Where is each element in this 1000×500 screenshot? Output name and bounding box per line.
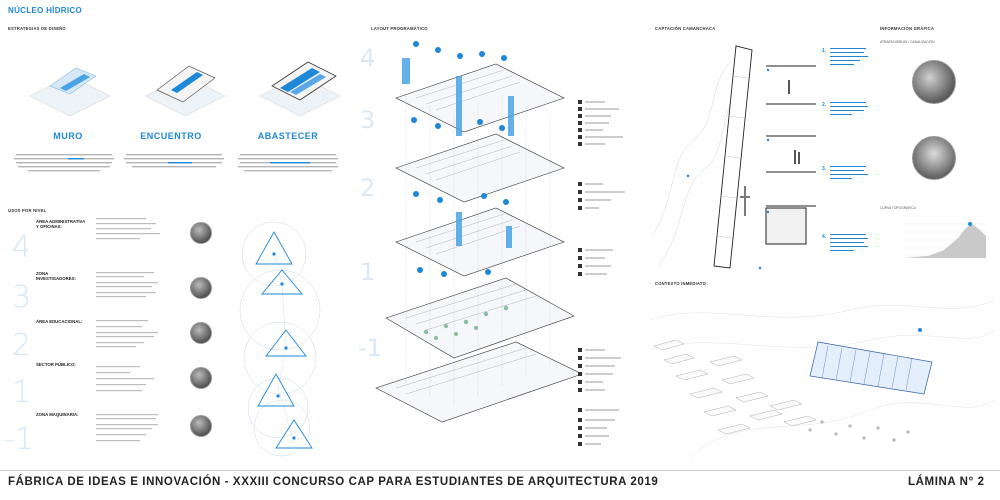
svg-text:1: 1 (360, 258, 375, 286)
contexto-axonometric (650, 299, 994, 458)
strategy-paragraphs (14, 154, 338, 172)
section-title: NÚCLEO HÍDRICO (8, 6, 82, 15)
level-number-1: 1 (12, 375, 32, 410)
contexto-header: CONTEXTO INMEDIATO (655, 281, 707, 286)
level-number-3: 3 (12, 280, 32, 315)
step-num-2: 2. (822, 102, 827, 108)
zone-title-educacional: ÁREA EDUCACIONAL: (36, 319, 83, 324)
zone-title-investigadores: ZONA INVESTIGADORES: (36, 271, 76, 282)
level-number-minus1: -1 (4, 422, 34, 457)
layout-header: LAYOUT PROGRAMÁTICO (371, 26, 428, 31)
svg-text:4: 4 (360, 44, 375, 72)
footer-divider (0, 470, 1000, 471)
strategy-title-abastecer: ABASTECER (257, 131, 319, 141)
zone-item-lists (96, 218, 160, 442)
step-num-4: 4. (822, 234, 827, 240)
captacion-section (651, 45, 816, 270)
captacion-header: CAPTACIÓN CAMANCHACA (655, 26, 716, 31)
zone-photo-admin (190, 222, 212, 244)
levels-relationship-diagram (239, 221, 321, 457)
step-num-3: 3. (822, 166, 827, 172)
level-number-4: 4 (12, 230, 32, 265)
info-label-curva: CURVA TOPOGRÁFICA (880, 206, 916, 210)
strategy-title-muro: MURO (53, 131, 83, 141)
levels-header: USOS POR NIVEL (8, 208, 47, 213)
layout-legends (578, 100, 625, 446)
zone-title-maquinaria: ZONA MAQUINARIA: (36, 412, 79, 417)
step-num-1: 1. (822, 48, 827, 54)
zone-photo-investigadores (190, 277, 212, 299)
svg-text:3: 3 (360, 106, 375, 134)
svg-text:2: 2 (360, 174, 375, 202)
photo-canalizacion (912, 136, 956, 180)
zone-photo-publico (190, 367, 212, 389)
footer-title: FÁBRICA DE IDEAS E INNOVACIÓN - XXXIII C… (8, 476, 659, 488)
strategy-title-encuentro: ENCUENTRO (140, 131, 202, 141)
strategy-diagrams (29, 61, 340, 116)
zone-photo-educacional (190, 322, 212, 344)
level-number-2: 2 (12, 328, 32, 363)
zone-title-publico: SECTOR PÚBLICO: (36, 362, 76, 367)
strategies-header: ESTRATEGIAS DE DISEÑO (8, 26, 66, 31)
abastecer-diagram (259, 61, 340, 116)
encuentro-diagram (144, 65, 226, 116)
info-label-atrapanieblas: ATRAPA NIEBLAS / CANALIZACIÓN (880, 40, 935, 44)
topographic-curve (904, 222, 986, 258)
zone-photo-maquinaria (190, 415, 212, 437)
layout-axonometric: 4 3 2 1 -1 (358, 41, 583, 423)
photo-atrapanieblas (912, 60, 956, 104)
muro-diagram (29, 67, 111, 116)
svg-text:-1: -1 (358, 334, 382, 362)
footer-sheet-number: LÁMINA N° 2 (908, 476, 985, 488)
info-header: INFORMACIÓN GRÁFICA (880, 26, 935, 31)
step-descriptions (830, 48, 868, 251)
zone-title-admin: ÁREA ADMINISTRATIVA Y OFICINAS: (36, 219, 86, 230)
